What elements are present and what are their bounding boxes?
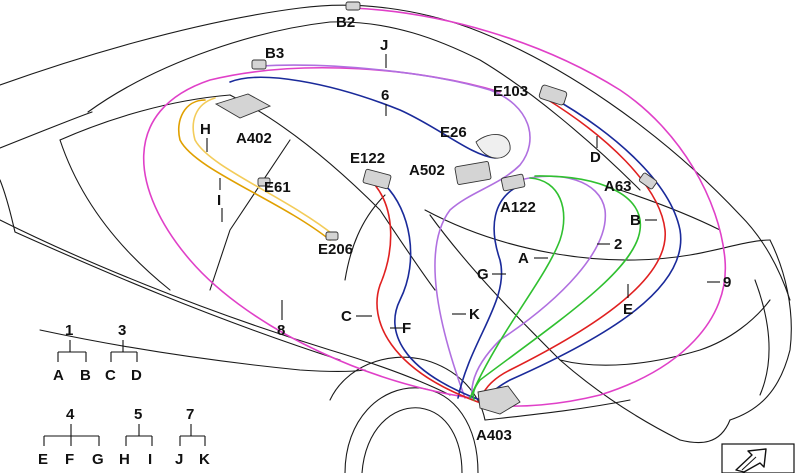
legend-child: F bbox=[65, 451, 74, 468]
a63-connector bbox=[638, 172, 658, 190]
legend-child: H bbox=[119, 451, 130, 468]
harness-2-wire bbox=[470, 175, 607, 399]
label-2: 2 bbox=[614, 236, 622, 253]
label-a502: A502 bbox=[409, 162, 445, 179]
label-i: I bbox=[217, 192, 221, 209]
legend-tree-7: 7 J K bbox=[175, 406, 210, 468]
label-6: 6 bbox=[381, 87, 389, 104]
legend-tree-4: 4 E F G bbox=[38, 406, 104, 468]
harness-6-wire bbox=[229, 76, 496, 159]
wiring-harness bbox=[142, 7, 727, 407]
harness-d-wire bbox=[479, 97, 666, 403]
navigation-badge[interactable] bbox=[721, 443, 795, 473]
e206-connector bbox=[325, 231, 339, 241]
b3-connector bbox=[251, 59, 267, 70]
label-d: D bbox=[590, 149, 601, 166]
legend-child: E bbox=[38, 451, 48, 468]
label-e122: E122 bbox=[350, 150, 385, 167]
b2-connector bbox=[345, 1, 361, 11]
legend-child: B bbox=[80, 367, 91, 384]
label-a403: A403 bbox=[476, 427, 512, 444]
legend-child: J bbox=[175, 451, 183, 468]
legend-parent: 5 bbox=[134, 406, 142, 423]
leader-lines bbox=[206, 54, 720, 329]
a403-module bbox=[477, 385, 521, 415]
label-h: H bbox=[200, 121, 211, 138]
a502-module bbox=[454, 161, 492, 185]
legend-tree-3: 3 C D bbox=[105, 322, 142, 384]
legend-child: C bbox=[105, 367, 116, 384]
callout-labels: B2 B3 J 6 E103 H A402 E26 E122 D E61 A50… bbox=[200, 14, 731, 444]
label-8: 8 bbox=[277, 322, 285, 339]
legend-trees: 1 A B 3 C D 4 E F G bbox=[38, 322, 210, 468]
legend-child: D bbox=[131, 367, 142, 384]
components bbox=[214, 1, 658, 415]
e103-lamp bbox=[538, 84, 568, 106]
a122-module bbox=[500, 173, 526, 192]
harness-9-wire bbox=[351, 7, 727, 407]
label-a402: A402 bbox=[236, 130, 272, 147]
legend-parent: 3 bbox=[118, 322, 126, 339]
harness-8-wire bbox=[142, 66, 501, 401]
label-e61: E61 bbox=[264, 179, 291, 196]
label-a: A bbox=[518, 250, 529, 267]
harness-a-wire bbox=[469, 177, 565, 399]
label-e206: E206 bbox=[318, 241, 353, 258]
label-g: G bbox=[477, 266, 489, 283]
arrow-navigation-icon bbox=[735, 448, 767, 473]
legend-tree-5: 5 H I bbox=[119, 406, 153, 468]
label-a63: A63 bbox=[604, 178, 632, 195]
legend-child: A bbox=[53, 367, 64, 384]
a402-module bbox=[214, 93, 272, 119]
e122-connector bbox=[362, 168, 392, 190]
harness-f-wire bbox=[384, 184, 481, 401]
legend-child: I bbox=[148, 451, 152, 468]
harness-j-wire bbox=[259, 64, 531, 399]
legend-parent: 7 bbox=[186, 406, 194, 423]
harness-c-wire bbox=[374, 184, 479, 403]
label-9: 9 bbox=[723, 274, 731, 291]
e61-connector bbox=[257, 177, 271, 187]
label-k: K bbox=[469, 306, 480, 323]
harness-g-wire bbox=[457, 187, 516, 399]
harness-h-wire bbox=[178, 99, 331, 241]
legend-child: G bbox=[92, 451, 104, 468]
legend-parent: 1 bbox=[65, 322, 73, 339]
label-e: E bbox=[623, 301, 633, 318]
label-e103: E103 bbox=[493, 83, 528, 100]
harness-e-wire bbox=[484, 94, 682, 403]
e26-lamp bbox=[475, 134, 511, 159]
label-f: F bbox=[402, 320, 411, 337]
label-b: B bbox=[630, 212, 641, 229]
label-c: C bbox=[341, 308, 352, 325]
label-j: J bbox=[380, 37, 388, 54]
car-body-outline bbox=[0, 4, 792, 473]
harness-i-wire bbox=[192, 97, 336, 237]
label-e26: E26 bbox=[440, 124, 467, 141]
harness-b-wire bbox=[472, 175, 642, 401]
label-a122: A122 bbox=[500, 199, 536, 216]
legend-tree-1: 1 A B bbox=[53, 322, 91, 384]
label-b2: B2 bbox=[336, 14, 355, 31]
legend-parent: 4 bbox=[66, 406, 75, 423]
label-b3: B3 bbox=[265, 45, 284, 62]
legend-child: K bbox=[199, 451, 210, 468]
